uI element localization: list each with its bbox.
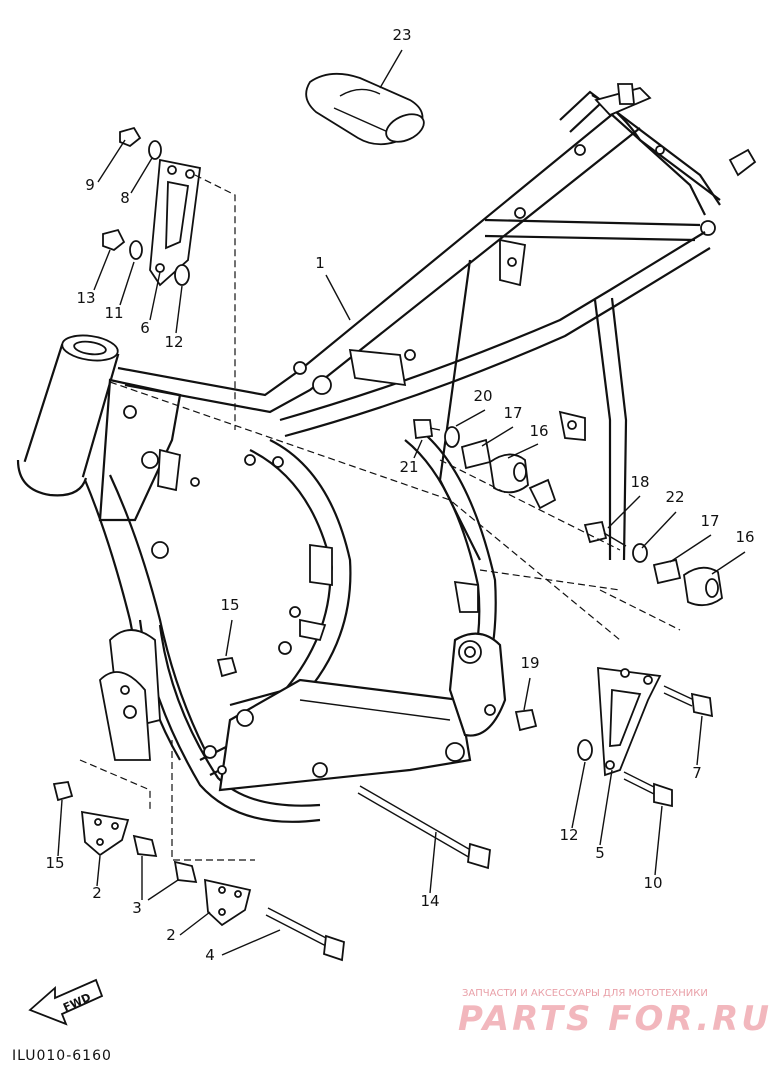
part-2-engine-plate-lower-right xyxy=(203,878,252,927)
part-15-nut-plate xyxy=(52,780,74,802)
callout-c18: 18 xyxy=(630,473,649,491)
watermark-caption: ЗАПЧАСТИ И АКСЕССУАРЫ ДЛЯ МОТОТЕХНИКИ xyxy=(462,988,708,999)
callout-c1: 1 xyxy=(315,254,325,272)
assembly-dashed-lines xyxy=(79,174,681,861)
part-12-washer-lower xyxy=(577,739,593,761)
part-11-washer xyxy=(129,240,143,260)
callout-c17b: 17 xyxy=(700,512,719,530)
callout-c2b: 2 xyxy=(166,926,176,944)
callout-c16b: 16 xyxy=(735,528,754,546)
part-5-rear-engine-bracket xyxy=(597,666,662,777)
callout-c23: 23 xyxy=(392,26,411,44)
forward-direction-arrow: FWD xyxy=(28,978,104,1026)
part-16-damper-right xyxy=(683,566,723,607)
callout-c2a: 2 xyxy=(92,884,102,902)
watermark-logo: PARTS FOR.RU xyxy=(458,999,771,1039)
part-3-bolt-left xyxy=(132,834,158,858)
part-4-bolt xyxy=(265,907,345,962)
part-15-nut-frame xyxy=(216,656,238,678)
callout-c12a: 12 xyxy=(164,333,183,351)
callout-c5: 5 xyxy=(595,844,605,862)
part-22-washer xyxy=(632,543,648,563)
callout-c21: 21 xyxy=(399,458,418,476)
part-9-flange-nut xyxy=(119,126,142,148)
callout-c8: 8 xyxy=(120,189,130,207)
callout-c3: 3 xyxy=(132,899,142,917)
callout-c13: 13 xyxy=(76,289,95,307)
callout-c15a: 15 xyxy=(220,596,239,614)
leader-lines xyxy=(57,49,746,956)
callout-c10: 10 xyxy=(643,874,662,892)
part-14-long-bolt xyxy=(357,785,491,870)
callout-c7: 7 xyxy=(692,764,702,782)
part-17-collar-right xyxy=(652,558,682,585)
callout-c16a: 16 xyxy=(529,422,548,440)
part-16-damper-upper xyxy=(489,453,529,494)
callout-c20: 20 xyxy=(473,387,492,405)
callout-c15b: 15 xyxy=(45,854,64,872)
callout-c9: 9 xyxy=(85,176,95,194)
part-7-bolt xyxy=(663,685,714,718)
part-10-bolt xyxy=(623,771,673,808)
callout-c6: 6 xyxy=(140,319,150,337)
callout-c11: 11 xyxy=(104,304,123,322)
callout-c4: 4 xyxy=(205,946,215,964)
callout-c19: 19 xyxy=(520,654,539,672)
callout-c22: 22 xyxy=(665,488,684,506)
part-23-frame-pad xyxy=(305,72,425,146)
callout-c14: 14 xyxy=(420,892,439,910)
part-12-washer-upper xyxy=(174,264,190,286)
watermark: ЗАПЧАСТИ И АКСЕССУАРЫ ДЛЯ МОТОТЕХНИКИ PA… xyxy=(458,988,771,1039)
callout-labels: 1223456789101112121314151516161717181920… xyxy=(45,26,754,964)
part-8-washer xyxy=(148,140,162,160)
part-21-bolt xyxy=(412,419,441,440)
part-1-main-frame xyxy=(16,83,757,823)
callout-c12b: 12 xyxy=(559,826,578,844)
part-3-bolt-right xyxy=(173,860,198,884)
part-19-nut xyxy=(514,709,538,732)
part-20-washer xyxy=(444,426,460,448)
part-6-front-engine-bracket xyxy=(149,158,202,287)
diagram-code: ILU010-6160 xyxy=(12,1048,112,1064)
part-2-engine-plate-lower-left xyxy=(80,810,130,857)
callout-c17a: 17 xyxy=(503,404,522,422)
part-13-flange-nut xyxy=(102,228,126,252)
part-18-bolt xyxy=(583,520,627,547)
